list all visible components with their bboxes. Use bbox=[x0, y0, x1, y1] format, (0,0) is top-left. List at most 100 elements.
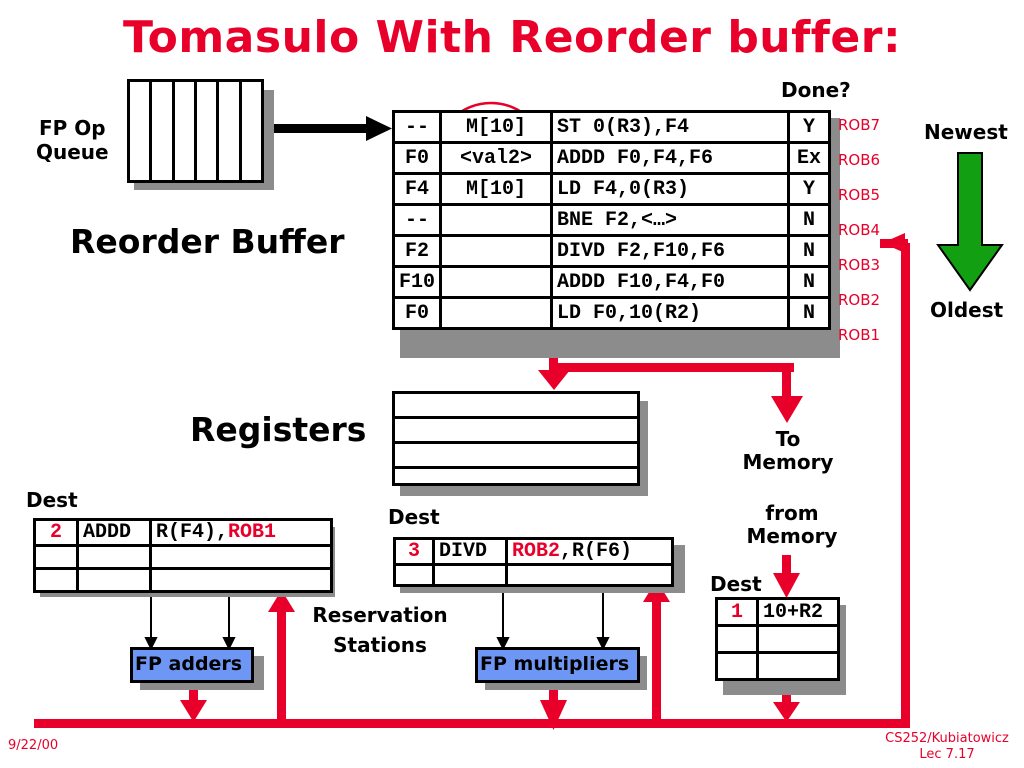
from-memory-line2: Memory bbox=[746, 524, 838, 548]
rs-op-cell bbox=[76, 544, 152, 570]
load-buffer-dest-label: Dest bbox=[710, 572, 762, 596]
rs-dest-cell bbox=[393, 563, 435, 587]
register-row bbox=[395, 419, 637, 444]
rob-instruction-cell: LD F0,10(R2) bbox=[550, 296, 791, 330]
rob-done-cell: N bbox=[787, 296, 832, 330]
reorder-buffer-label: Reorder Buffer bbox=[70, 222, 345, 261]
rob-value-cell bbox=[439, 234, 554, 268]
queue-slot bbox=[242, 82, 261, 180]
newest-label: Newest bbox=[924, 120, 1008, 144]
rs-op-cell bbox=[76, 567, 152, 593]
reservation-stations-line1: Reservation bbox=[312, 603, 448, 627]
common-data-bus bbox=[34, 233, 910, 728]
rob-dest-cell: F0 bbox=[391, 141, 443, 175]
from-memory-line1: from bbox=[765, 501, 819, 525]
done-column-header: Done? bbox=[781, 78, 851, 102]
from-memory-arrow bbox=[773, 555, 800, 598]
load-address-cell: 10+R2 bbox=[756, 597, 840, 627]
register-row bbox=[395, 394, 637, 419]
rs-entry bbox=[33, 544, 333, 570]
queue-slot bbox=[197, 82, 220, 180]
adder-to-bus-arrow bbox=[180, 683, 207, 722]
rs-op-cell bbox=[432, 563, 508, 587]
fp-op-queue-label: FP Op Queue bbox=[36, 116, 109, 164]
rob-value-cell: M[10] bbox=[439, 172, 554, 206]
footer-lecture: Lec 7.17 bbox=[919, 747, 975, 762]
rob-instruction-cell: ST 0(R3),F4 bbox=[550, 110, 791, 144]
fp-op-queue bbox=[127, 79, 264, 183]
rob-entry: --BNE F2,<…>N bbox=[391, 203, 832, 237]
to-memory-line1: To bbox=[775, 427, 801, 451]
to-memory-label: To Memory bbox=[738, 428, 838, 474]
rs-entry bbox=[393, 563, 674, 587]
rob-tag-label: ROB1 bbox=[838, 326, 881, 344]
registers-label: Registers bbox=[190, 410, 367, 449]
rs-operands-cell bbox=[149, 567, 333, 593]
rs-operand2: ROB1 bbox=[228, 521, 277, 544]
reservation-stations-line2: Stations bbox=[333, 633, 427, 657]
rs-op-cell: DIVD bbox=[432, 537, 508, 566]
reservation-stations-label: Reservation Stations bbox=[300, 600, 460, 660]
rob-tag-label: ROB3 bbox=[838, 256, 881, 274]
rob-tag-label: ROB7 bbox=[838, 116, 881, 134]
rob-commit-arrow bbox=[538, 351, 803, 423]
from-memory-label: from Memory bbox=[742, 502, 842, 548]
bus-to-mult-rs-arrow bbox=[643, 580, 670, 722]
footer-course-info: CS252/Kubiatowicz Lec 7.17 bbox=[870, 731, 1024, 763]
rob-instruction-cell: ADDD F10,F4,F0 bbox=[550, 265, 791, 299]
rob-value-cell: M[10] bbox=[439, 110, 554, 144]
oldest-label: Oldest bbox=[930, 298, 1004, 322]
rs-dest-cell: 2 bbox=[33, 518, 79, 547]
slide-title: Tomasulo With Reorder buffer: bbox=[122, 12, 902, 63]
load-address-cell bbox=[756, 624, 840, 654]
rob-done-cell: Ex bbox=[787, 141, 832, 175]
newest-to-oldest-arrow bbox=[936, 152, 1004, 292]
register-file bbox=[392, 391, 640, 486]
rob-dest-cell: -- bbox=[391, 110, 443, 144]
rob-done-cell: Y bbox=[787, 172, 832, 206]
bus-to-adder-rs-arrow bbox=[268, 590, 295, 722]
rob-instruction-cell: LD F4,0(R3) bbox=[550, 172, 791, 206]
rs-operands-cell bbox=[505, 563, 674, 587]
rob-dest-cell: F4 bbox=[391, 172, 443, 206]
rob-value-cell bbox=[439, 296, 554, 330]
load-buffer-entry bbox=[715, 624, 840, 654]
rob-instruction-cell: ADDD F0,F4,F6 bbox=[550, 141, 791, 175]
to-memory-line2: Memory bbox=[742, 450, 834, 474]
rob-dest-cell: -- bbox=[391, 203, 443, 237]
rs-op-cell: ADDD bbox=[76, 518, 152, 547]
fp-multipliers-unit: FP multipliers bbox=[475, 647, 640, 683]
rs-dest-cell: 3 bbox=[393, 537, 435, 566]
rob-instruction-cell: DIVD F2,F10,F6 bbox=[550, 234, 791, 268]
rs-dest-cell bbox=[33, 544, 79, 570]
queue-slot bbox=[130, 82, 153, 180]
fp-op-queue-label-line1: FP Op bbox=[39, 116, 106, 140]
adder-rs-dest-label: Dest bbox=[26, 488, 78, 512]
rs-operands-cell: R(F4),ROB1 bbox=[149, 518, 333, 547]
rob-instruction-cell: BNE F2,<…> bbox=[550, 203, 791, 237]
rs-entry bbox=[33, 567, 333, 593]
rob-done-cell: Y bbox=[787, 110, 832, 144]
load-to-bus-arrow bbox=[773, 688, 800, 722]
load-buffer-entry bbox=[715, 651, 840, 681]
rob-done-cell: N bbox=[787, 265, 832, 299]
rs-dest-cell bbox=[33, 567, 79, 593]
rs-operand1: ROB2 bbox=[512, 540, 561, 563]
load-dest-cell bbox=[715, 651, 759, 681]
mult-rs-dest-label: Dest bbox=[388, 505, 440, 529]
footer-date: 9/22/00 bbox=[8, 738, 59, 753]
rob-tag-label: ROB2 bbox=[838, 291, 881, 309]
rs-operands-cell: ROB2,R(F6) bbox=[505, 537, 674, 566]
fp-adders-unit: FP adders bbox=[130, 647, 254, 683]
